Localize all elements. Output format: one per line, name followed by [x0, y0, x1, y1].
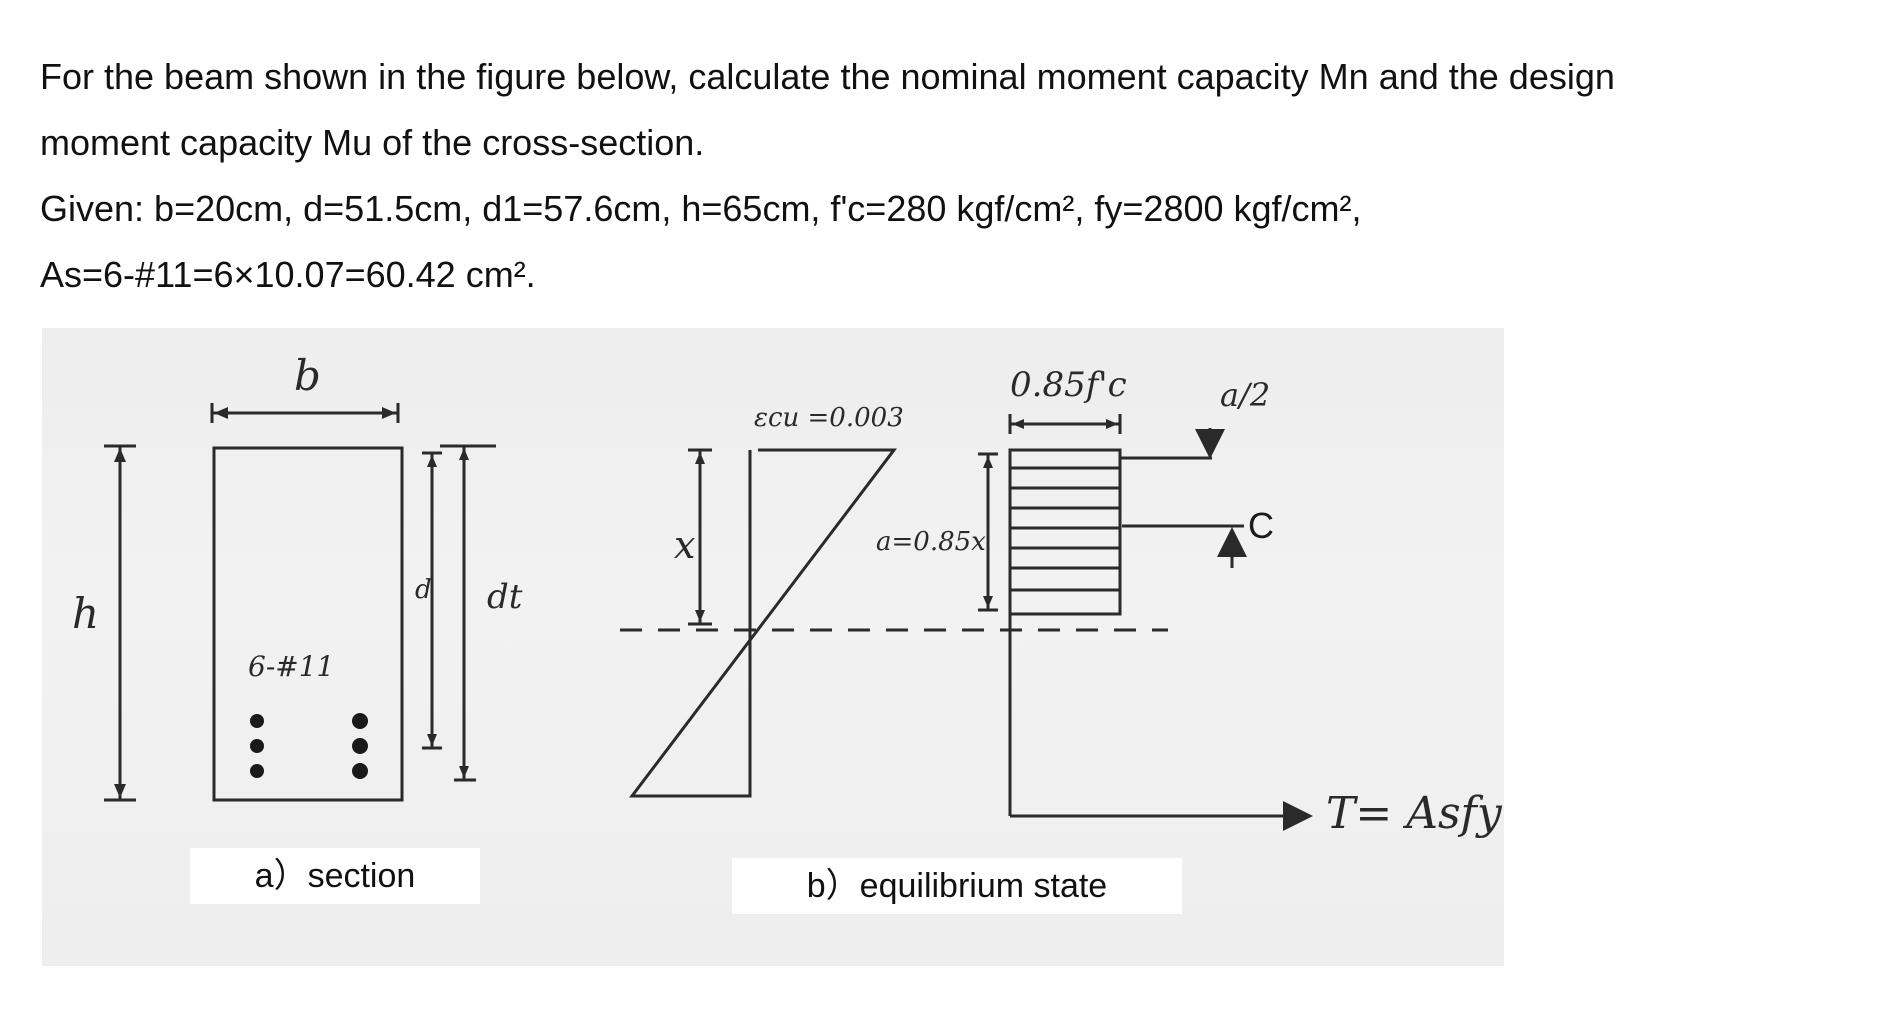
problem-statement: For the beam shown in the figure below, …: [40, 44, 1870, 308]
label-a: a=0.85x: [876, 527, 986, 557]
cross-section: [104, 403, 496, 802]
problem-line-2: moment capacity Mu of the cross-section.: [40, 122, 705, 163]
rebar-dot: [250, 739, 264, 753]
rebar-dot: [250, 764, 264, 778]
label-half-a: a/2: [1220, 376, 1270, 414]
strain-diagram: [628, 448, 898, 798]
beam-diagram: b h d dt 6-#11: [72, 351, 1503, 839]
label-h: h: [72, 589, 99, 638]
problem-line-4: As=6-#11=6×10.07=60.42 cm².: [40, 254, 536, 295]
caption-section: a）section: [190, 848, 480, 904]
rebar-dot: [250, 714, 264, 728]
strain-triangle: [628, 448, 898, 798]
rebar-dot: [352, 763, 368, 779]
label-t: T= Asfy: [1326, 788, 1503, 839]
beam-section-rectangle: [212, 446, 404, 802]
rebar-group: [250, 713, 368, 779]
label-dt: dt: [487, 577, 523, 617]
beam-figure: b h d dt 6-#11: [42, 328, 1504, 966]
label-stress: 0.85f'c: [1010, 365, 1127, 405]
stress-block: [1008, 448, 1122, 616]
caption-equilibrium: b）equilibrium state: [732, 858, 1182, 914]
label-b: b: [294, 351, 321, 400]
stress-diagram: [978, 414, 1313, 831]
problem-line-1: For the beam shown in the figure below, …: [40, 56, 1615, 97]
label-c: C: [1248, 505, 1274, 546]
label-x: x: [674, 523, 695, 567]
label-bars: 6-#11: [248, 650, 334, 683]
rebar-dot: [352, 738, 368, 754]
label-strain: εcu =0.003: [754, 403, 904, 433]
problem-line-3: Given: b=20cm, d=51.5cm, d1=57.6cm, h=65…: [40, 188, 1362, 229]
rebar-dot: [352, 713, 368, 729]
label-d: d: [415, 575, 432, 605]
